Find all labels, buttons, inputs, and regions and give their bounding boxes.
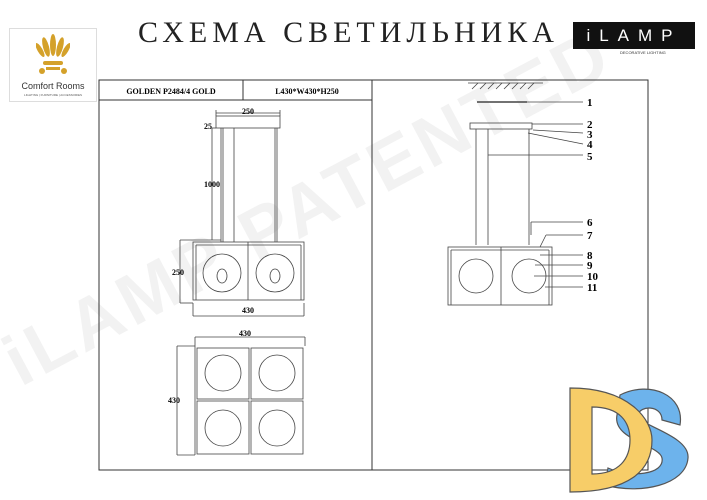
- top-view: [176, 336, 306, 456]
- callout-6: 6: [587, 217, 593, 229]
- callout-4: 4: [587, 139, 593, 151]
- dim-top-depth: 430: [168, 396, 180, 405]
- callout-5: 5: [587, 151, 593, 163]
- ilamp-tagline: DECORATIVE LIGHTING: [620, 50, 666, 55]
- callout-1: 1: [587, 97, 593, 109]
- part-callouts: 1 2 3 4 5 6 7 8 9 10 11: [587, 97, 599, 294]
- dim-width: 430: [242, 306, 254, 315]
- ds-logo: [569, 387, 689, 493]
- callout-8: 8: [587, 250, 593, 262]
- callout-2: 2: [587, 119, 593, 131]
- front-view: [179, 110, 305, 317]
- page-title: СХЕМА СВЕТИЛЬНИКА: [138, 16, 559, 49]
- dim-height: 250: [172, 268, 184, 277]
- ilamp-logo: iLAMP: [573, 22, 695, 49]
- dim-cord-length: 1000: [204, 180, 220, 189]
- model-dimensions: L430*W430*H250: [275, 87, 339, 96]
- comfort-rooms-name: Comfort Rooms: [21, 81, 85, 91]
- frame: [98, 79, 649, 471]
- comfort-rooms-logo: Comfort Rooms LIGHTING | FURNITURE | ACC…: [9, 28, 97, 102]
- callout-7: 7: [587, 230, 593, 242]
- comfort-rooms-tagline: LIGHTING | FURNITURE | ACCESSORIES: [24, 93, 82, 97]
- callout-9: 9: [587, 260, 593, 272]
- callout-3: 3: [587, 129, 593, 141]
- crown-icon: [36, 34, 70, 74]
- callout-11: 11: [587, 282, 597, 294]
- dim-canopy-height: 25: [204, 122, 212, 131]
- dim-canopy-width: 250: [242, 107, 254, 116]
- model-name: GOLDEN P2484/4 GOLD: [126, 87, 216, 96]
- exploded-view: [447, 82, 584, 306]
- callout-10: 10: [587, 271, 599, 283]
- dim-top-width: 430: [239, 329, 251, 338]
